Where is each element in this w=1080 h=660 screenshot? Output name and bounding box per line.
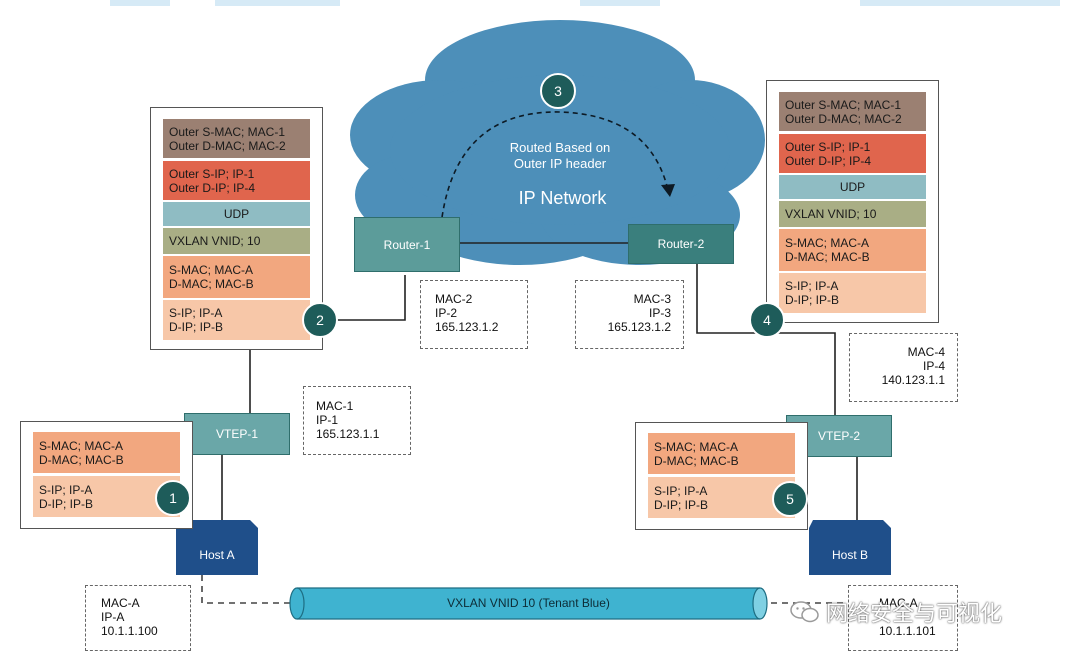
inner-dip: D-IP; IP-B — [169, 320, 224, 334]
inner-dip: D-IP; IP-B — [654, 497, 709, 512]
inner-sip: S-IP; IP-A — [654, 483, 708, 498]
ip-network-cloud — [350, 20, 765, 265]
step-badge-1: 1 — [155, 480, 191, 516]
udp-layer: UDP — [779, 175, 926, 199]
addr-vtep-2: MAC-4 IP-4 140.123.1.1 — [849, 333, 958, 402]
vtep-1[interactable]: VTEP-1 — [184, 413, 290, 455]
host-a-icon — [176, 520, 258, 575]
mac-text: MAC-A — [101, 596, 140, 610]
addr-host-b: MAC-A 10.1.1.101 — [848, 585, 958, 651]
packet-left: Outer S-MAC; MAC-1 Outer D-MAC; MAC-2 Ou… — [150, 107, 323, 350]
inner-sip: S-IP; IP-A — [169, 306, 223, 320]
outer-sip: Outer S-IP; IP-1 — [785, 139, 871, 154]
outer-mac-layer: Outer S-MAC; MAC-1 Outer D-MAC; MAC-2 — [163, 119, 310, 158]
address-text: 10.1.1.101 — [879, 624, 936, 638]
ip-text: IP-1 — [316, 413, 339, 427]
outer-dip: Outer D-IP; IP-4 — [169, 180, 256, 195]
ip-text: IP-3 — [648, 306, 671, 320]
addr-vtep-1: MAC-1 IP-1 165.123.1.1 — [303, 386, 411, 455]
address-text: 165.123.1.2 — [435, 320, 499, 334]
outer-smac: Outer S-MAC; MAC-1 — [169, 124, 286, 139]
mac-text: MAC-4 — [907, 345, 945, 359]
inner-smac: S-MAC; MAC-A — [39, 438, 123, 453]
addr-router-2: MAC-3 IP-3 165.123.1.2 — [575, 280, 684, 349]
vxlan-layer: VXLAN VNID; 10 — [163, 228, 310, 254]
packet-right: Outer S-MAC; MAC-1 Outer D-MAC; MAC-2 Ou… — [766, 80, 939, 323]
inner-ip-layer: S-IP; IP-A D-IP; IP-B — [779, 273, 926, 313]
outer-dip: Outer D-IP; IP-4 — [785, 153, 872, 168]
address-text: 10.1.1.100 — [101, 624, 158, 638]
inner-dmac: D-MAC; MAC-B — [654, 453, 739, 468]
address-text: 165.123.1.1 — [316, 427, 380, 441]
address-text: 165.123.1.2 — [607, 320, 671, 334]
routing-arrowhead — [661, 184, 675, 197]
outer-ip-layer: Outer S-IP; IP-1 Outer D-IP; IP-4 — [163, 161, 310, 200]
step-badge-4: 4 — [749, 302, 785, 338]
ip-text: IP-2 — [435, 306, 458, 320]
mac-text: MAC-3 — [633, 292, 671, 306]
cloud-note-line1: Routed Based on — [509, 140, 611, 155]
outer-dmac: Outer D-MAC; MAC-2 — [169, 138, 286, 153]
inner-smac: S-MAC; MAC-A — [169, 263, 253, 277]
host-b-label: Host B — [831, 548, 868, 562]
step-badge-5: 5 — [772, 481, 808, 517]
router-2[interactable]: Router-2 — [628, 224, 734, 264]
ip-text: IP-A — [101, 610, 125, 624]
frame-host-b: S-MAC; MAC-A D-MAC; MAC-B S-IP; IP-A D-I… — [635, 422, 808, 530]
inner-dip: D-IP; IP-B — [39, 496, 94, 511]
inner-mac-layer: S-MAC; MAC-A D-MAC; MAC-B — [163, 256, 310, 298]
inner-dmac: D-MAC; MAC-B — [169, 277, 254, 291]
inner-mac-layer: S-MAC; MAC-A D-MAC; MAC-B — [33, 432, 180, 473]
cloud-note-line2: Outer IP header — [513, 156, 607, 171]
outer-dmac: Outer D-MAC; MAC-2 — [785, 111, 902, 126]
routing-arc — [439, 111, 669, 236]
outer-mac-layer: Outer S-MAC; MAC-1 Outer D-MAC; MAC-2 — [779, 92, 926, 131]
inner-smac: S-MAC; MAC-A — [785, 236, 869, 250]
outer-smac: Outer S-MAC; MAC-1 — [785, 97, 902, 112]
cloud-label: IP Network — [518, 188, 607, 208]
addr-host-a: MAC-A IP-A 10.1.1.100 — [85, 585, 191, 651]
top-decoration — [110, 0, 1060, 6]
inner-mac-layer: S-MAC; MAC-A D-MAC; MAC-B — [648, 433, 795, 474]
inner-dmac: D-MAC; MAC-B — [785, 250, 870, 264]
wechat-icon — [790, 601, 819, 623]
addr-router-1: MAC-2 IP-2 165.123.1.2 — [420, 280, 528, 349]
host-a-label: Host A — [199, 548, 235, 562]
inner-ip-layer: S-IP; IP-A D-IP; IP-B — [648, 477, 795, 518]
watermark: 网络安全与可视化 — [790, 596, 1002, 628]
watermark-text: 网络安全与可视化 — [826, 602, 1003, 627]
outer-sip: Outer S-IP; IP-1 — [169, 166, 255, 181]
inner-ip-layer: S-IP; IP-A D-IP; IP-B — [163, 300, 310, 340]
cloud-note: Routed Based on Outer IP header — [480, 140, 640, 172]
inner-dip: D-IP; IP-B — [785, 293, 840, 307]
udp-layer: UDP — [163, 202, 310, 226]
step-badge-3: 3 — [540, 73, 576, 109]
host-b-icon — [809, 520, 891, 575]
outer-ip-layer: Outer S-IP; IP-1 Outer D-IP; IP-4 — [779, 134, 926, 173]
vxlan-layer: VXLAN VNID; 10 — [779, 201, 926, 227]
mac-text: MAC-A — [879, 596, 918, 610]
inner-sip: S-IP; IP-A — [785, 279, 839, 293]
vxlan-tunnel — [289, 587, 768, 620]
tunnel-label: VXLAN VNID 10 (Tenant Blue) — [447, 596, 610, 610]
mac-text: MAC-2 — [435, 292, 473, 306]
inner-dmac: D-MAC; MAC-B — [39, 452, 124, 467]
mac-text: MAC-1 — [316, 399, 354, 413]
inner-smac: S-MAC; MAC-A — [654, 439, 738, 454]
step-badge-2: 2 — [302, 302, 338, 338]
inner-ip-layer: S-IP; IP-A D-IP; IP-B — [33, 476, 180, 517]
router-1[interactable]: Router-1 — [354, 217, 460, 272]
inner-mac-layer: S-MAC; MAC-A D-MAC; MAC-B — [779, 229, 926, 271]
ip-text: IP-4 — [922, 359, 945, 373]
inner-sip: S-IP; IP-A — [39, 482, 93, 497]
address-text: 140.123.1.1 — [881, 373, 945, 387]
